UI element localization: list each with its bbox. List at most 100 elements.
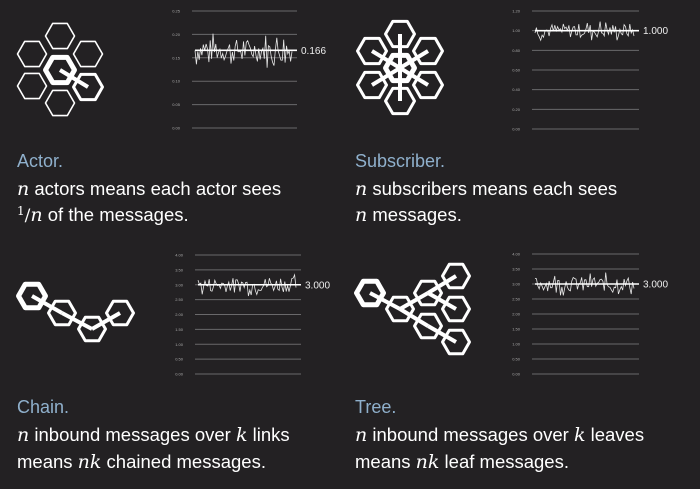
subscriber-center-hexagon-icon [383, 52, 417, 84]
actor-y-tick-label: 0.25 [172, 9, 181, 14]
link-connector [399, 291, 429, 311]
actor-linked-hexagon-icon [72, 72, 104, 102]
link-connector [398, 66, 430, 87]
subscriber-y-tick-label: 1.00 [512, 28, 521, 33]
text: inbound messages over [29, 424, 236, 445]
subscriber-linked-hexagon-icon [412, 36, 444, 66]
subscriber-series-line [534, 21, 635, 42]
link-connector [58, 68, 90, 89]
link-connector [370, 66, 402, 87]
subscriber-line1: n subscribers means each sees [355, 178, 617, 200]
actor-line2: 1/n of the messages. [17, 204, 189, 226]
math-k: k [573, 424, 586, 446]
tree-linked-hexagon-icon [413, 279, 443, 307]
link-connector [398, 307, 430, 328]
tree-mean-label: 3.000 [643, 280, 668, 291]
link-connector [427, 291, 457, 311]
chain-linked-hexagon-icon [105, 299, 135, 327]
text: chained messages. [101, 451, 266, 472]
chain-series-line [197, 273, 297, 297]
link-connector [427, 324, 457, 344]
text: links [247, 424, 290, 445]
actor-series-line [194, 33, 293, 68]
text: means [355, 451, 416, 472]
subscriber-linked-hexagon-icon [356, 70, 388, 100]
actor-y-tick-label: 0.20 [172, 32, 181, 37]
link-connector [426, 274, 458, 295]
tree-line1: n inbound messages over k leaves [355, 424, 644, 446]
actor-y-tick-label: 0.00 [172, 126, 181, 131]
actor-line1: n actors means each actor sees [17, 178, 281, 200]
math-n: n [355, 178, 368, 200]
math-n: n [355, 204, 368, 226]
subscriber-linked-hexagon-icon [384, 19, 416, 49]
tree-y-tick-label: 3.00 [512, 282, 521, 287]
tree-y-tick-label: 3.50 [512, 267, 521, 272]
math-n: n [17, 178, 30, 200]
tree-linked-hexagon-icon [441, 328, 471, 356]
text: inbound messages over [367, 424, 574, 445]
chain-head-hexagon-icon [16, 281, 48, 311]
subscriber-linked-hexagon-icon [356, 36, 388, 66]
chain-y-tick-label: 0.50 [175, 357, 184, 362]
tree-y-tick-label: 1.00 [512, 342, 521, 347]
math-nk: nk [77, 451, 102, 473]
chain-y-tick-label: 0.00 [175, 372, 184, 377]
actor-idle-hexagon-icon [16, 40, 48, 68]
link-connector [398, 49, 430, 70]
subscriber-line2: n messages. [355, 204, 462, 226]
actor-y-tick-label: 0.10 [172, 79, 181, 84]
link-connector [31, 294, 63, 315]
math-n: n [17, 424, 30, 446]
subscriber-y-tick-label: 0.20 [512, 107, 521, 112]
chain-title: Chain. [17, 397, 70, 417]
tree-y-tick-label: 0.50 [512, 357, 521, 362]
text: subscribers means each sees [367, 178, 618, 199]
math-n: n [30, 204, 43, 226]
text: means [17, 451, 78, 472]
tree-y-tick-label: 2.50 [512, 297, 521, 302]
subscriber-title: Subscriber. [355, 151, 446, 171]
tree-y-tick-label: 2.00 [512, 312, 521, 317]
actor-center-hexagon-icon [43, 54, 77, 86]
fraction-slash: / [24, 206, 31, 226]
subscriber-y-tick-label: 0.40 [512, 87, 521, 92]
text: messages. [367, 204, 462, 225]
tree-root-hexagon-icon [354, 278, 386, 308]
text: leaf messages. [439, 451, 569, 472]
actor-y-tick-label: 0.05 [172, 102, 181, 107]
chain-y-tick-label: 4.00 [175, 253, 184, 258]
chain-y-tick-label: 2.00 [175, 312, 184, 317]
subscriber-y-tick-label: 0.80 [512, 48, 521, 53]
actor-idle-hexagon-icon [72, 40, 104, 68]
math-k: k [235, 424, 248, 446]
subscriber-linked-hexagon-icon [412, 70, 444, 100]
tree-linked-hexagon-icon [413, 312, 443, 340]
tree-y-tick-label: 4.00 [512, 252, 521, 257]
math-nk: nk [415, 451, 440, 473]
text: leaves [585, 424, 645, 445]
subscriber-linked-hexagon-icon [384, 86, 416, 116]
chain-y-tick-label: 1.00 [175, 342, 184, 347]
tree-y-tick-label: 1.50 [512, 327, 521, 332]
tree-title: Tree. [355, 397, 397, 417]
fraction-numerator: 1 [17, 204, 25, 218]
subscriber-y-tick-label: 1.20 [512, 9, 521, 14]
actor-idle-hexagon-icon [44, 22, 76, 50]
link-connector [61, 311, 93, 331]
actor-title: Actor. [17, 151, 64, 171]
tree-y-tick-label: 0.00 [512, 372, 521, 377]
link-connector [369, 291, 401, 311]
chain-line2: means nk chained messages. [17, 451, 266, 473]
link-connector [91, 311, 121, 331]
actor-idle-hexagon-icon [44, 89, 76, 117]
text: of the messages. [42, 204, 189, 225]
chain-y-tick-label: 1.50 [175, 327, 184, 332]
subscriber-y-tick-label: 0.00 [512, 127, 521, 132]
chain-linked-hexagon-icon [77, 315, 107, 343]
subscriber-mean-label: 1.000 [643, 26, 668, 37]
math-n: n [355, 424, 368, 446]
text: actors means each actor sees [29, 178, 282, 199]
chain-mean-label: 3.000 [305, 280, 330, 291]
